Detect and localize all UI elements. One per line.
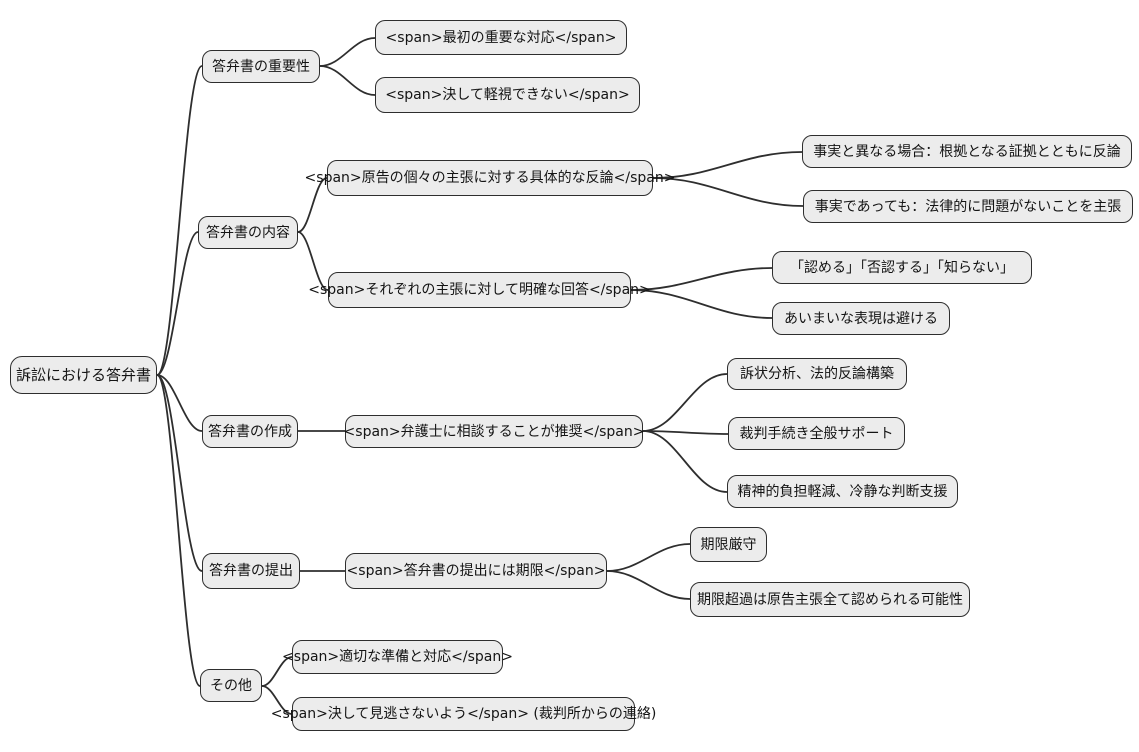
node-content-specific-rebuttal: <span>原告の個々の主張に対する具体的な反論</span> [305,160,675,196]
node-rebuttal-with-evidence: 事実と異なる場合：根拠となる証拠とともに反論 [802,135,1132,168]
edge-others-1 [261,656,293,687]
node-rebuttal-legal-argument: 事実であっても：法律的に問題がないことを主張 [803,190,1133,223]
node-lawyer-complaint-analysis: 訴状分析、法的反論構築 [727,358,907,390]
node-branch-submission: 答弁書の提出 [202,553,300,589]
node-deadline-strict: 期限厳守 [690,527,767,562]
node-others-proper-preparation: <span>適切な準備と対応</span> [282,640,513,674]
edge-importance-2 [319,65,376,96]
edge-lawyer-1 [642,373,728,432]
node-creation-consult-lawyer: <span>弁護士に相談することが推奨</span> [344,415,644,448]
node-answer-avoid-ambiguity: あいまいな表現は避ける [772,302,950,335]
node-submission-deadline: <span>答弁書の提出には期限</span> [345,553,607,589]
node-importance-never-neglect: <span>決して軽視できない</span> [375,77,640,113]
node-branch-importance: 答弁書の重要性 [202,50,320,83]
node-content-clear-answer: <span>それぞれの主張に対して明確な回答</span> [308,272,651,308]
edge-answer-2 [630,289,773,319]
node-branch-content: 答弁書の内容 [198,216,298,249]
edge-content-rebuttal [297,177,328,233]
edge-rebuttal-2 [652,177,804,207]
edge-rebuttal-1 [652,151,803,179]
node-deadline-overrun-risk: 期限超過は原告主張全て認められる可能性 [690,582,970,617]
node-lawyer-mental-support: 精神的負担軽減、冷静な判断支援 [727,475,958,508]
node-root-answer-brief: 訴訟における答弁書 [10,356,157,394]
node-answer-admit-deny-unknown: 「認める」「否認する」「知らない」 [772,251,1032,284]
node-branch-creation: 答弁書の作成 [202,415,298,448]
edge-deadline-1 [606,543,691,572]
edge-answer-1 [630,267,773,291]
edge-root-content [156,231,199,376]
edge-root-submission [156,374,203,572]
edge-lawyer-3 [642,430,728,493]
node-others-never-miss-court-contact: <span>決して見逃さないよう</span> (裁判所からの連絡) [271,697,656,731]
node-branch-others: その他 [200,669,262,702]
node-lawyer-procedure-support: 裁判手続き全般サポート [728,417,905,450]
edge-others-2 [261,685,293,715]
edge-content-answer [297,231,329,291]
edge-importance-1 [319,37,376,67]
edge-root-importance [156,65,203,376]
edge-deadline-2 [606,570,691,600]
edge-root-creation [156,374,203,432]
edge-root-others [156,374,201,687]
edge-lawyer-2 [642,430,729,435]
node-importance-first-response: <span>最初の重要な対応</span> [375,20,627,55]
